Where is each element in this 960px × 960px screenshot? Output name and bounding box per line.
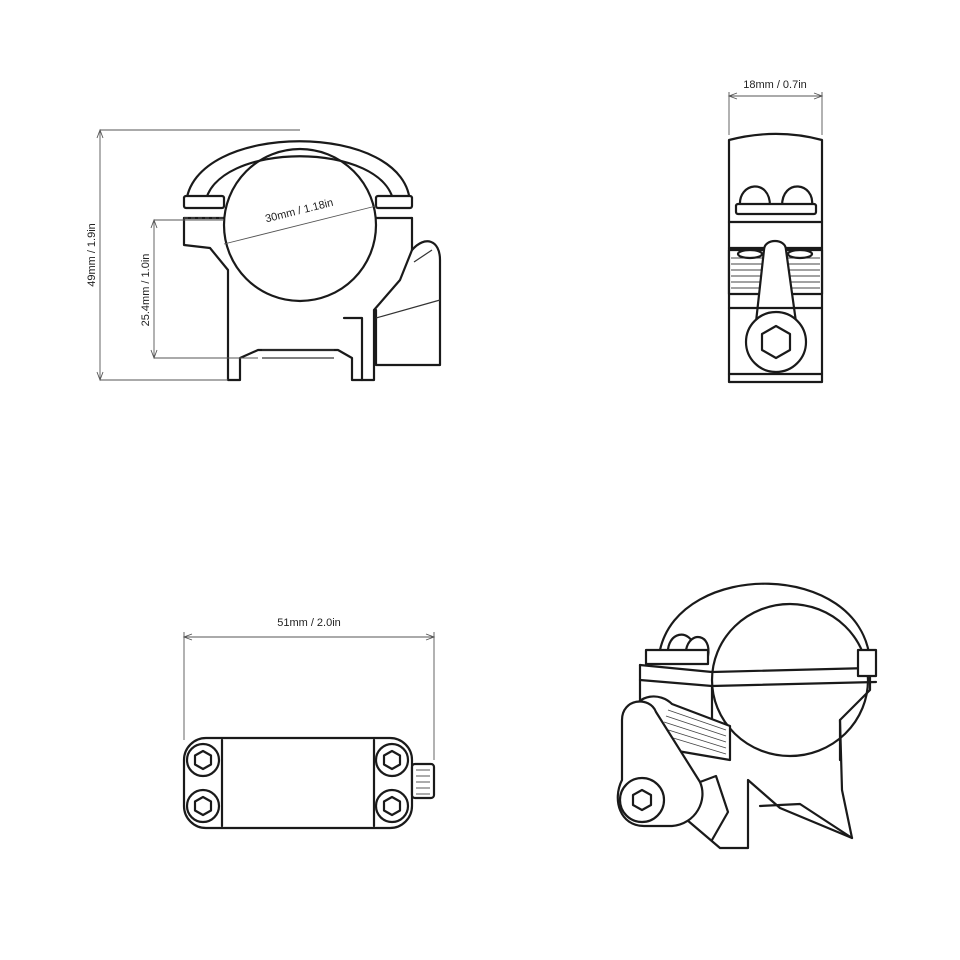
width-label: 18mm / 0.7in <box>743 79 807 91</box>
front-view <box>182 140 442 382</box>
ring-diameter-label: 30mm / 1.18in <box>264 197 335 226</box>
side-view: 18mm / 0.7in <box>727 79 824 384</box>
top-screws <box>185 742 410 824</box>
top-view: 51mm / 2.0in <box>182 617 436 830</box>
isometric-view <box>616 582 878 850</box>
length-label: 51mm / 2.0in <box>277 617 341 629</box>
center-height-label: 25.4mm / 1.0in <box>140 254 152 327</box>
height-total-label: 49mm / 1.9in <box>86 223 98 287</box>
